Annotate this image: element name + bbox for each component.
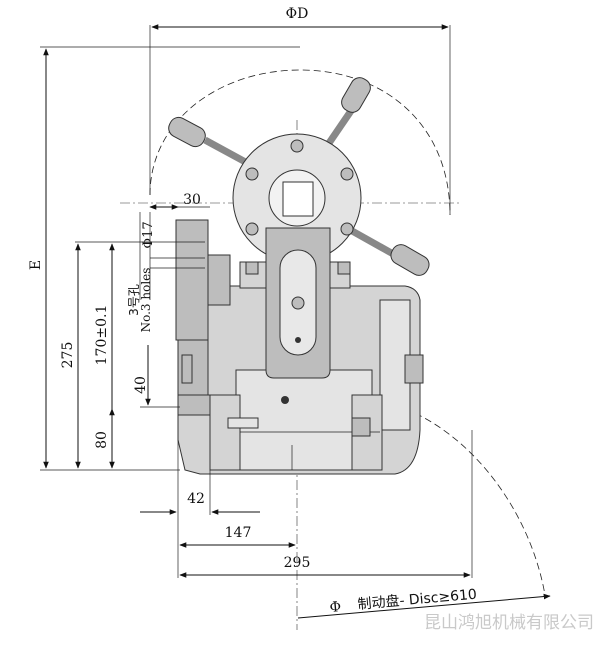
dim-80: 80	[94, 408, 115, 468]
dim-170: 170±0.1	[75, 241, 205, 469]
dim-275: 275	[60, 243, 81, 469]
hub-bolt-icon	[245, 222, 259, 236]
dim-holes-cn-label: 3号孔	[127, 284, 141, 316]
disc-note-text: 制动盘- Disc≥610	[357, 586, 478, 613]
dim-40: 40	[133, 345, 180, 408]
hub-bolt-icon	[245, 167, 259, 181]
dim-30-label: 30	[183, 192, 201, 208]
disc-large-arc	[394, 404, 546, 596]
hub-bolt-icon	[340, 222, 354, 236]
dim-42: 42	[140, 491, 260, 515]
dim-295: 295	[179, 555, 471, 578]
hub-bolt-icon	[340, 167, 354, 181]
dim-30: 30	[149, 192, 210, 210]
dim-275-label: 275	[60, 342, 76, 369]
dim-147: 147	[179, 525, 296, 548]
dim-40-label: 40	[133, 376, 149, 394]
company-watermark: 昆山鸿旭机械有限公司	[424, 613, 594, 633]
dim-42-label: 42	[187, 491, 205, 507]
handle-grip-right	[390, 244, 430, 276]
dim-phi17-holes: Φ17 3号孔 No.3 holes	[127, 212, 205, 332]
dim-phi-d: ΦD	[149, 6, 451, 215]
dim-holes-en-label: No.3 holes	[139, 268, 153, 333]
dim-295-label: 295	[284, 555, 311, 571]
caliper-body	[175, 219, 424, 475]
handle-grip-top	[341, 77, 371, 113]
dim-phi17-label: Φ17	[141, 221, 156, 248]
dim-e: E	[28, 46, 300, 471]
dim-170-label: 170±0.1	[94, 305, 110, 366]
dim-e-label: E	[28, 260, 44, 270]
handle-grip-left	[168, 116, 206, 148]
hub-bolt-icon	[290, 139, 304, 153]
lever-arm	[265, 227, 331, 379]
dim-phi-d-label: ΦD	[286, 6, 309, 22]
disc-note-phi: Φ	[329, 599, 342, 616]
dim-80-label: 80	[94, 431, 110, 449]
dim-147-label: 147	[225, 525, 252, 541]
